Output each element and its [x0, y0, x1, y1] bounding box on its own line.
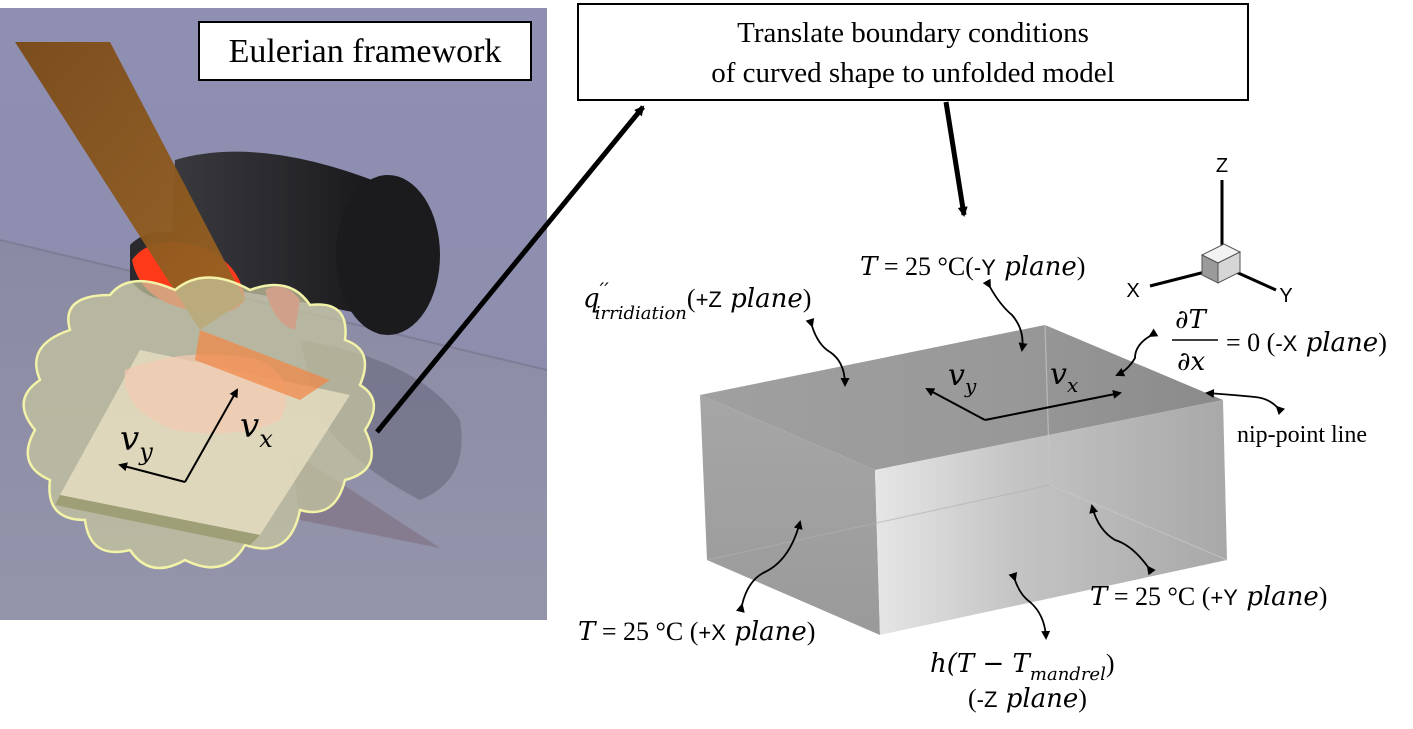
- block-right-face: [875, 400, 1227, 635]
- eulerian-cloud: [22, 276, 375, 570]
- bc-pos-z-arrow: [805, 317, 850, 387]
- translate-line-1: Translate boundary conditions: [737, 17, 1089, 49]
- block-vy-label: vy: [948, 358, 977, 398]
- bc-pos-z-label: q′′irridiation(+Z plane): [583, 278, 811, 324]
- left-vy-label: vy: [120, 419, 153, 466]
- axis-z-label: Z: [1216, 155, 1228, 177]
- vy-arrow: [118, 462, 186, 483]
- bc-pos-y-arrow: [1089, 504, 1156, 576]
- block-vy-arrow: [925, 388, 986, 421]
- axis-x-label: X: [1126, 280, 1139, 302]
- bc-neg-y-arrow: [982, 278, 1028, 352]
- bc-pos-y-label: T = 25 °C (+Y plane): [1090, 582, 1327, 612]
- bc-neg-x-den: ∂x: [1177, 347, 1205, 377]
- nip-point-label: nip-point line: [1237, 422, 1367, 448]
- nip-point-arrow: [1205, 389, 1286, 416]
- bc-neg-x-arrow: [1115, 328, 1159, 377]
- translate-line-2: of curved shape to unfolded model: [711, 57, 1114, 89]
- down-arrow: [943, 101, 968, 217]
- bc-pos-x-arrow: [735, 520, 803, 613]
- bc-neg-x-label: = 0 (-X plane): [1226, 328, 1387, 358]
- tape: [15, 42, 245, 330]
- block-top-face: [700, 325, 1223, 470]
- bc-neg-z-arrow: [1008, 571, 1051, 640]
- vx-arrow: [184, 388, 238, 483]
- bc-neg-y-label: T = 25 °C(-Y plane): [860, 252, 1085, 282]
- render-panel: vx vy Eulerian framework: [0, 8, 547, 620]
- block-vx-label: vx: [1050, 357, 1078, 397]
- translate-arrow: [375, 105, 645, 434]
- eulerian-title-box: [198, 21, 532, 81]
- unfolded-block: [700, 324, 1228, 635]
- axis-triad: Z X Y: [1126, 155, 1292, 307]
- axis-y-label: Y: [1279, 285, 1292, 307]
- bc-neg-z-label-1: h(T − Tmandrel): [930, 649, 1115, 685]
- left-vx-label: vx: [240, 406, 273, 453]
- block-vx-arrow: [984, 389, 1122, 421]
- bc-neg-z-label-2: (-Z plane): [968, 684, 1087, 714]
- bc-neg-x-num: ∂T: [1175, 305, 1207, 335]
- translate-box: [577, 3, 1249, 101]
- bc-pos-x-label: T = 25 °C (+X plane): [578, 617, 815, 647]
- eulerian-title: Eulerian framework: [229, 33, 502, 70]
